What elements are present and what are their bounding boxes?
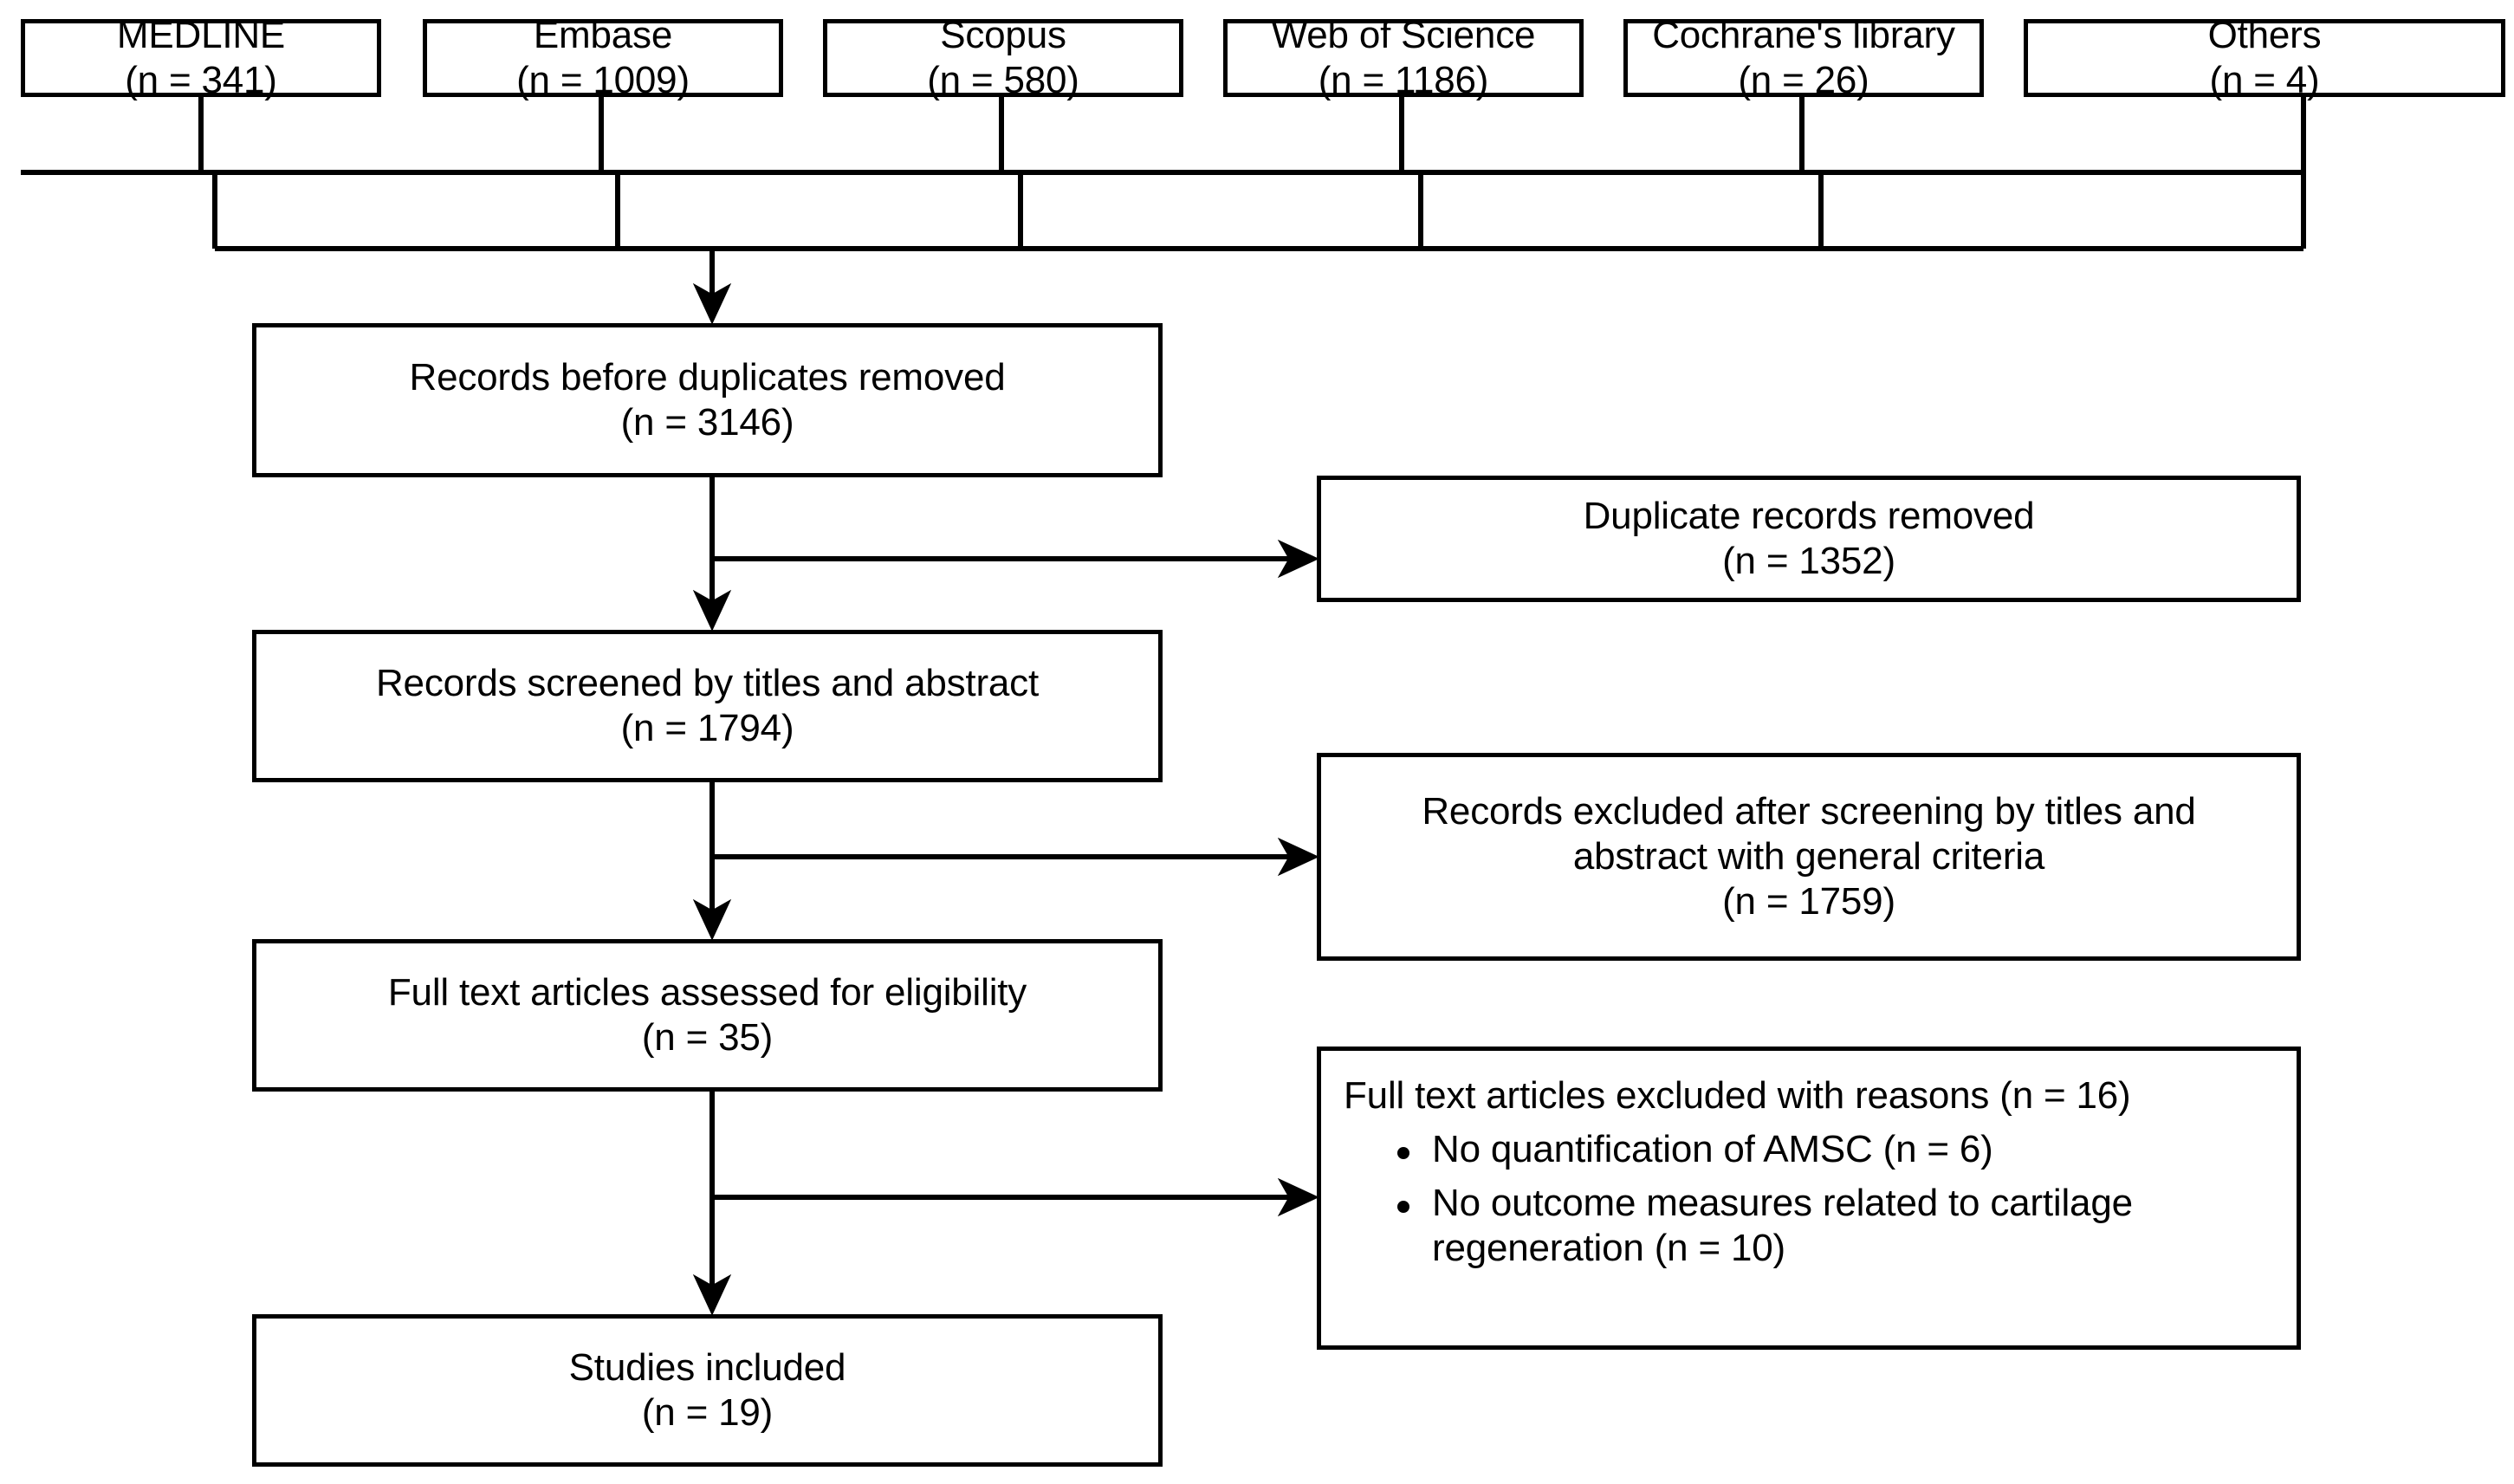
flow-label: Studies included	[568, 1346, 846, 1390]
source-box-embase: Embase (n = 1009)	[423, 14, 783, 101]
exclusion-label: Duplicate records removed	[1583, 495, 2035, 538]
source-count: (n = 580)	[927, 59, 1079, 101]
source-box-medline: MEDLINE (n = 341)	[21, 14, 381, 101]
exclusion-label-line-2: abstract with general criteria	[1572, 835, 2045, 878]
flow-box-records-screened: Records screened by titles and abstract …	[252, 630, 1163, 782]
flow-count: (n = 35)	[641, 1016, 774, 1059]
flow-box-studies-included: Studies included (n = 19)	[252, 1314, 1163, 1467]
flow-label: Full text articles assessed for eligibil…	[387, 971, 1027, 1014]
exclusion-heading: Full text articles excluded with reasons…	[1344, 1074, 2131, 1117]
main-stem-connectors	[692, 249, 1319, 1316]
flow-count: (n = 19)	[641, 1391, 774, 1434]
flow-label: Records screened by titles and abstract	[375, 662, 1040, 705]
flow-box-records-before-duplicates: Records before duplicates removed (n = 3…	[252, 323, 1163, 477]
list-item: No outcome measures related to cartilage…	[1397, 1181, 2194, 1271]
source-count: (n = 26)	[1738, 59, 1869, 101]
source-manifold	[21, 97, 2306, 251]
flow-box-full-text-assessed: Full text articles assessed for eligibil…	[252, 939, 1163, 1092]
exclusion-label-line-1: Records excluded after screening by titl…	[1422, 790, 2196, 833]
list-item: No quantification of AMSC (n = 6)	[1397, 1127, 2194, 1172]
flow-label: Records before duplicates removed	[409, 356, 1006, 399]
source-count: (n = 4)	[2209, 59, 2320, 101]
source-box-cochrane-library: Cochrane's library (n = 26)	[1623, 14, 1984, 101]
source-name: Scopus	[940, 14, 1066, 57]
source-count: (n = 1009)	[516, 59, 690, 101]
source-name: Others	[2207, 14, 2322, 57]
flow-count: (n = 1794)	[620, 707, 794, 749]
source-box-web-of-science: Web of Science (n = 1186)	[1223, 14, 1584, 101]
source-name: Web of Science	[1271, 14, 1536, 57]
source-name: Cochrane's library	[1652, 14, 1955, 57]
source-name: MEDLINE	[116, 14, 286, 57]
source-count: (n = 341)	[125, 59, 277, 101]
exclusion-box-duplicate-records-removed: Duplicate records removed (n = 1352)	[1317, 476, 2301, 602]
source-box-others: Others (n = 4)	[2024, 14, 2505, 101]
source-name: Embase	[533, 14, 673, 57]
source-box-scopus: Scopus (n = 580)	[823, 14, 1183, 101]
source-count: (n = 1186)	[1318, 59, 1489, 101]
exclusion-box-full-text-excluded: Full text articles excluded with reasons…	[1317, 1047, 2301, 1350]
exclusion-count: (n = 1352)	[1722, 540, 1895, 582]
exclusion-count: (n = 1759)	[1722, 879, 1895, 923]
flow-count: (n = 3146)	[620, 401, 794, 444]
exclusion-reason-list: No quantification of AMSC (n = 6) No out…	[1321, 1127, 2194, 1280]
exclusion-box-screening-excluded: Records excluded after screening by titl…	[1317, 753, 2301, 961]
